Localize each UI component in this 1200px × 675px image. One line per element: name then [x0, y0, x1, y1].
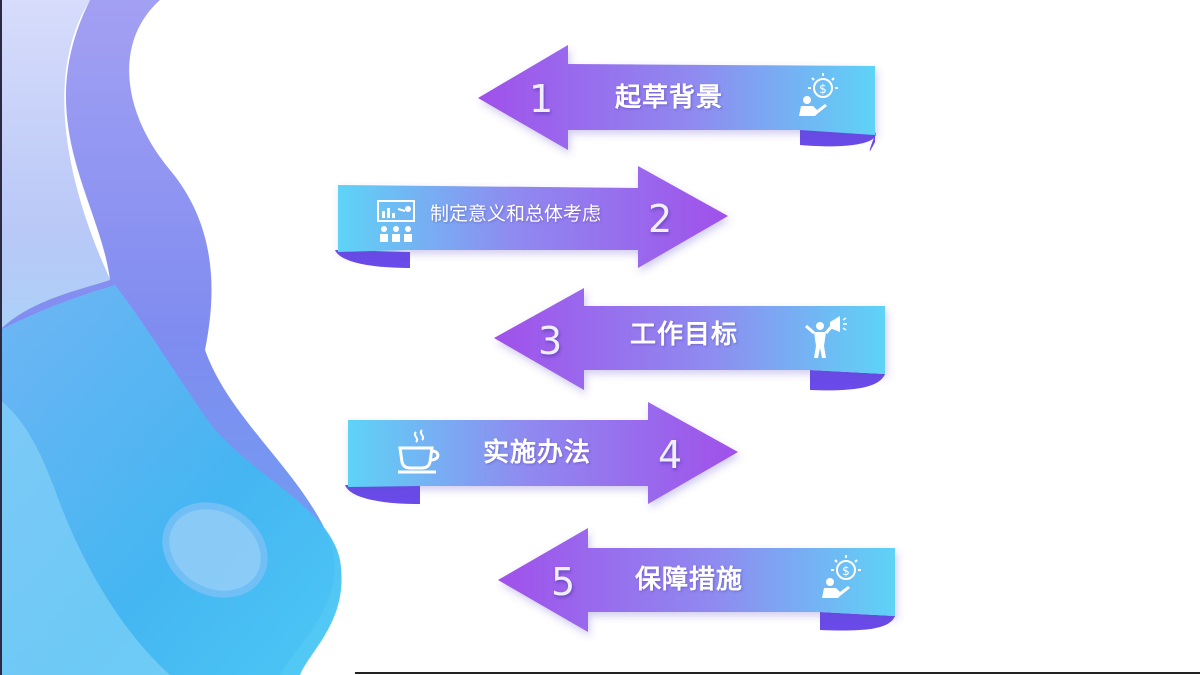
- bottom-border-line: [355, 672, 1200, 674]
- left-edge-line: [0, 0, 2, 675]
